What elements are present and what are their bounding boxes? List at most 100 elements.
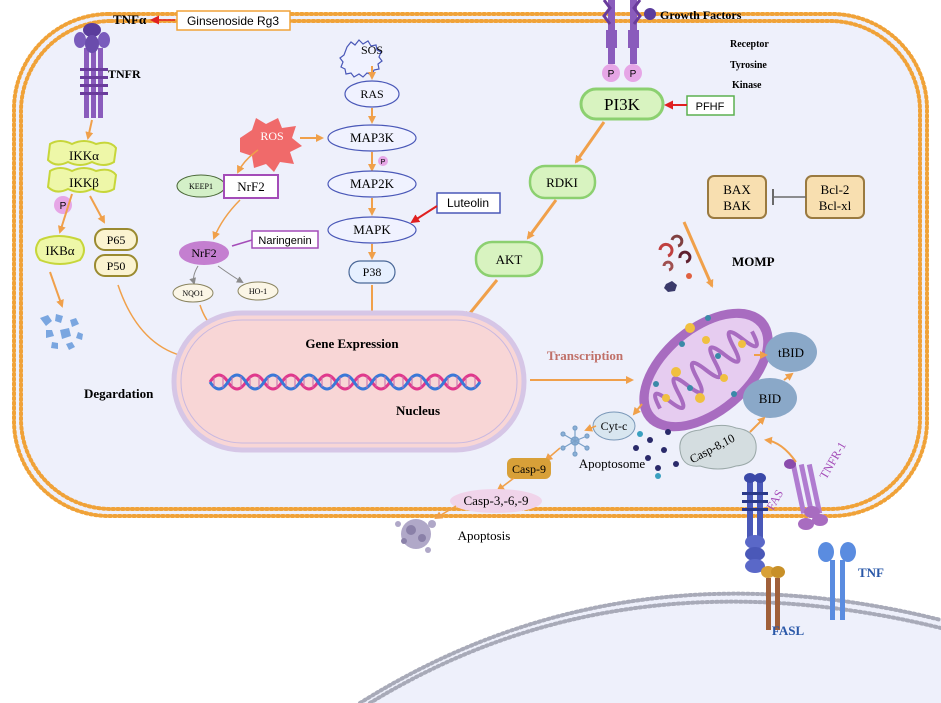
p50-label: P50 bbox=[107, 259, 126, 273]
keep1-node: KEEP1 bbox=[176, 174, 226, 198]
p-label-left: P bbox=[608, 69, 615, 80]
tbid-label: tBID bbox=[778, 345, 804, 360]
tnfa-label: TNFα bbox=[113, 12, 147, 27]
mapk-node: MAPK bbox=[327, 216, 417, 244]
ho1-node: HO-1 bbox=[237, 281, 279, 301]
ras-label: RAS bbox=[360, 87, 383, 101]
degradation-fragments bbox=[40, 314, 83, 350]
ros-label: ROS bbox=[260, 129, 283, 143]
tnfr-receptor bbox=[74, 23, 110, 118]
map2k-node: MAP2K bbox=[327, 170, 417, 198]
p65-label: P65 bbox=[107, 233, 126, 247]
fasl-label: FASL bbox=[772, 623, 805, 638]
dna-helix bbox=[208, 373, 482, 391]
keep1-label: KEEP1 bbox=[189, 182, 213, 191]
tyrosine-label: Tyrosine bbox=[730, 60, 767, 71]
small-molecules-cluster bbox=[658, 234, 692, 292]
tnfr1-receptor bbox=[784, 459, 828, 530]
nrf2-top-box bbox=[223, 174, 279, 199]
ikk-beta: IKKβ bbox=[46, 167, 118, 193]
rdki-node: RDKI bbox=[528, 164, 597, 200]
naringenin-label: Naringenin bbox=[258, 235, 311, 247]
mapk-label: MAPK bbox=[353, 222, 391, 237]
casp810-node: Casp-8,10 bbox=[679, 424, 757, 470]
bid-node: BID bbox=[743, 378, 797, 418]
akt-label: AKT bbox=[496, 252, 523, 267]
apoptotic-cell-icon bbox=[395, 519, 436, 553]
ho1-label: HO-1 bbox=[249, 287, 267, 296]
nrf2-bottom-label: NrF2 bbox=[191, 246, 216, 260]
phospho-p-left bbox=[602, 64, 620, 82]
casp9-node: Casp-9 bbox=[507, 458, 551, 479]
growth-factor-icon bbox=[644, 8, 656, 20]
tnf-label: TNF bbox=[858, 565, 884, 580]
apoptosome-label: Apoptosome bbox=[579, 456, 646, 471]
casp369-label: Casp-3,-6,-9 bbox=[464, 493, 529, 508]
casp369-node: Casp-3,-6,-9 bbox=[450, 489, 542, 513]
p50: P50 bbox=[94, 254, 138, 277]
bcl2-node: Bcl-2 Bcl-xl bbox=[805, 175, 865, 219]
gene-expression-label: Gene Expression bbox=[305, 336, 399, 351]
nrf2-top-label: NrF2 bbox=[237, 179, 264, 194]
casp9-label: Casp-9 bbox=[512, 462, 546, 476]
fas-receptor bbox=[742, 473, 768, 573]
tbid-node: tBID bbox=[765, 332, 817, 372]
ikka-label: IKKα bbox=[69, 148, 99, 163]
bax-label: BAX bbox=[723, 182, 751, 197]
rdki-label: RDKI bbox=[546, 175, 578, 190]
ginsenoside-box bbox=[176, 10, 291, 31]
growth-factors-label: Growth Factors bbox=[660, 8, 742, 22]
neighbor-cell-membrane bbox=[358, 591, 941, 703]
tnfr-label: TNFR bbox=[108, 67, 141, 81]
ginsenoside-label: Ginsenoside Rg3 bbox=[187, 14, 279, 28]
p38-node: P38 bbox=[348, 260, 396, 284]
cytc-label: Cyt-c bbox=[601, 419, 628, 433]
p-label-right: P bbox=[630, 69, 637, 80]
ikkb-label: IKKβ bbox=[69, 175, 99, 190]
naringenin-box bbox=[251, 230, 319, 249]
degradation-label: Degardation bbox=[84, 386, 154, 401]
mitochondrion bbox=[639, 308, 773, 432]
luteolin-box bbox=[436, 192, 501, 214]
receptor-tyrosine-kinase bbox=[602, 0, 656, 64]
cytc-dots bbox=[633, 429, 679, 479]
ikba: IKBα bbox=[35, 235, 85, 265]
map3k-label: MAP3K bbox=[350, 130, 395, 145]
ros-node: ROS bbox=[240, 118, 302, 172]
p38-label: P38 bbox=[363, 265, 382, 279]
momp-label: MOMP bbox=[732, 254, 775, 269]
bclxl-label: Bcl-xl bbox=[819, 198, 852, 213]
cytc-node: Cyt-c bbox=[592, 411, 636, 441]
phospho-p-right bbox=[624, 64, 642, 82]
p-label-ikb: P bbox=[60, 201, 67, 212]
tnf-ligand bbox=[818, 542, 856, 620]
p65: P65 bbox=[94, 228, 138, 251]
pfhf-label: PFHF bbox=[696, 101, 725, 113]
transcription-label: Transcription bbox=[547, 348, 624, 363]
bak-label: BAK bbox=[723, 198, 751, 213]
bax-bak-node: BAX BAK bbox=[707, 175, 767, 219]
p-label-mapk: P bbox=[381, 159, 386, 166]
receptor-label: Receptor bbox=[730, 39, 769, 50]
pi3k-label: PI3K bbox=[604, 95, 641, 114]
bcl2-inhibits-bax bbox=[772, 189, 806, 205]
nrf2-bottom-node: NrF2 bbox=[179, 241, 229, 265]
apoptosome-icon bbox=[560, 425, 590, 457]
luteolin-label: Luteolin bbox=[447, 196, 489, 210]
map3k-node: MAP3K bbox=[327, 124, 417, 152]
bid-label: BID bbox=[759, 391, 781, 406]
pi3k-node: PI3K bbox=[579, 87, 665, 121]
nqo1-node: NQO1 bbox=[172, 283, 214, 303]
phospho-p-mapk bbox=[378, 156, 388, 166]
sos-label: SOS bbox=[361, 43, 383, 57]
ikba-label: IKBα bbox=[45, 243, 74, 258]
kinase-label: Kinase bbox=[732, 80, 762, 91]
fasl-ligand bbox=[761, 566, 785, 630]
bcl2-label: Bcl-2 bbox=[821, 182, 850, 197]
akt-node: AKT bbox=[474, 240, 544, 278]
nqo1-label: NQO1 bbox=[182, 289, 203, 298]
ras-node: RAS bbox=[344, 80, 400, 108]
nucleus-label: Nucleus bbox=[396, 403, 440, 418]
